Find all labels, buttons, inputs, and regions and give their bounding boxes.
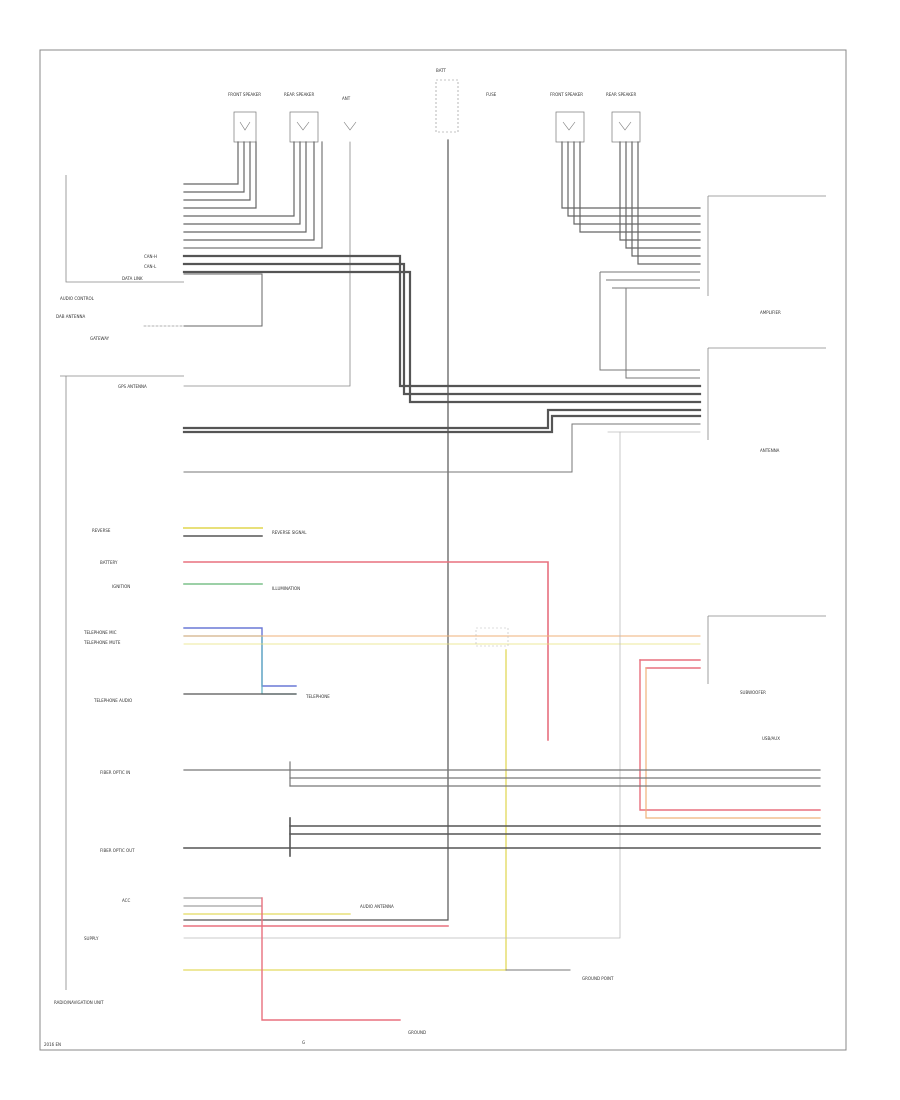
ant-label: ANT [342,96,351,101]
pwr-label: BATT [436,68,447,73]
supply-gray-wire [183,431,621,939]
data-link-label: DATA LINK [122,276,143,281]
fiber-out-label: FIBER OPTIC OUT [100,848,135,853]
antenna-lower-wire [183,423,701,473]
audio-control-label: AUDIO CONTROL [60,296,95,301]
rear-speaker-left: REAR SPEAKER [284,92,319,143]
main-harness [182,254,702,404]
component-left-label: RADIO/NAVIGATION UNIT [54,1000,104,1005]
front-speaker-left-label: FRONT SPEAKER [228,92,261,97]
front-speaker-right: FRONT SPEAKER [550,92,585,143]
gps-loop-wire [183,273,263,327]
ant-connector: ANT [342,96,357,131]
middle-harness [182,408,702,434]
fiber-optic-lower [183,817,821,857]
subwoofer-connector: SUBWOOFER [639,615,826,819]
figure-id: 2016 EN [44,1042,61,1047]
diagram-border [39,49,847,1051]
front-speaker-right-label: FRONT SPEAKER [550,92,583,97]
usb-aux-label: USB/AUX [762,736,780,741]
battery-red-wire [183,561,549,741]
fuse-feed-wire [183,139,449,921]
acc-label: ACC [122,898,130,903]
gps-antenna-label: GPS ANTENNA [118,384,147,389]
tel-mute-label: TELEPHONE MUTE [83,640,121,645]
ground-label: GROUND [408,1030,426,1035]
can-low-label: CAN-L [144,264,157,269]
telephone-section: TELEPHONE MIC TELEPHONE MUTE TELEPHONE A… [83,627,701,703]
ground-point-label: GROUND POINT [582,976,614,981]
illum-label: ILLUMINATION [272,586,300,591]
gateway-label: GATEWAY [90,336,110,341]
reverse-wires: REVERSE REVERSE SIGNAL [92,527,307,537]
ign-label: IGNITION [112,584,130,589]
audio-antenna-label: AUDIO ANTENNA [360,904,394,909]
rear-speaker-right-label: REAR SPEAKER [606,92,636,97]
can-high-label: CAN-H [144,254,157,259]
left-connector-upper: CAN-H CAN-L DATA LINK AUDIO CONTROL GATE… [60,175,184,341]
right-antenna-label: ANTENNA [760,448,780,453]
rear-speaker-left-label: REAR SPEAKER [284,92,314,97]
yellow-vertical-wire [183,649,507,971]
rear-speaker-right: REAR SPEAKER [606,92,641,143]
front-speaker-left: FRONT SPEAKER [228,92,261,143]
left-connector-mid-bracket [60,375,184,990]
supply-label: SUPPLY [84,936,99,941]
right-upper-connector: AMPLIFIER [599,195,826,379]
dab-antenna-label: DAB ANTENNA [56,314,85,319]
rev-sensor-label: REVERSE SIGNAL [272,530,307,535]
fiber-in-label: FIBER OPTIC IN [100,770,130,775]
right-middle-connector: ANTENNA [707,347,826,453]
amp-unit-label: AMPLIFIER [760,310,781,315]
telephone-label: TELEPHONE [305,694,330,699]
left-speaker-wires [183,141,351,387]
battery-label: BATTERY [100,560,118,565]
fuse-label: FUSE [486,92,497,97]
tel-audio-label: TELEPHONE AUDIO [93,698,132,703]
power-section: ACC SUPPLY AUDIO ANTENNA GROUND G [84,897,449,1045]
tel-mic-label: TELEPHONE MIC [83,630,117,635]
right-speaker-wires [561,141,701,265]
fuse-block: BATT FUSE [435,68,497,133]
amp-sub-label: SUBWOOFER [740,690,766,695]
fiber-optic-upper [183,761,821,787]
gnd-label: G [302,1040,305,1045]
reverse-label: REVERSE [92,528,111,533]
